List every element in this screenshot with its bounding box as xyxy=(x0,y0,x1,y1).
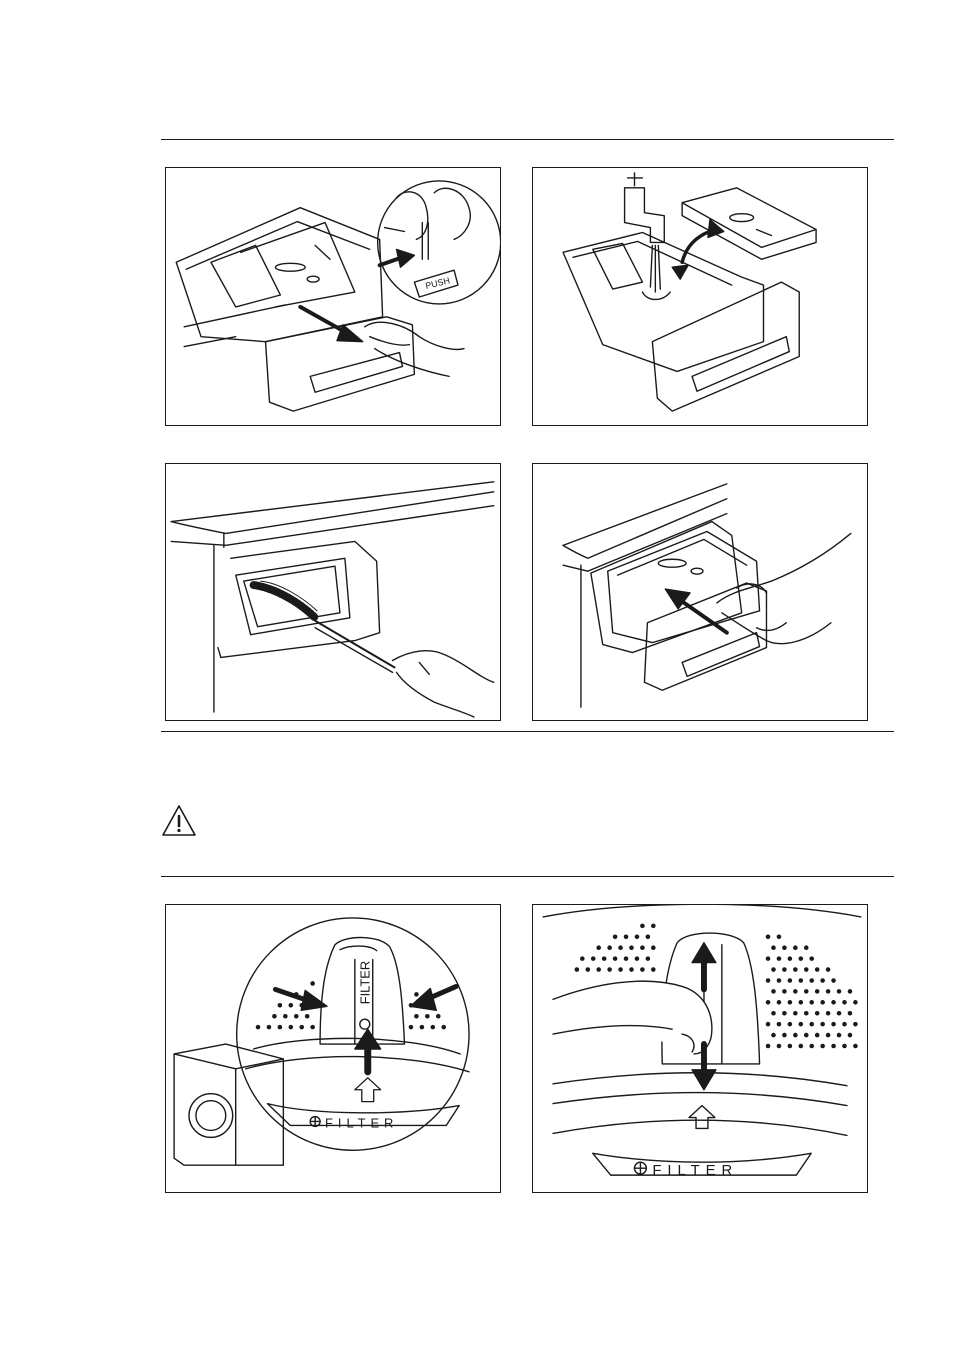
filter-section-rule xyxy=(161,876,894,877)
top-rule xyxy=(161,139,894,140)
middle-rule xyxy=(161,731,894,732)
figure-filter-pull: FILTER xyxy=(532,904,868,1193)
figure-recess-brush xyxy=(165,463,501,721)
figure-filter-squeeze: FILTER FILTER xyxy=(165,904,501,1193)
filter-tab-label: FILTER xyxy=(358,961,373,1005)
filter-label-right: FILTER xyxy=(652,1163,738,1179)
figure-drawer-rinse xyxy=(532,167,868,426)
figure-drawer-insert xyxy=(532,463,868,721)
warning-triangle-icon xyxy=(160,803,198,839)
figure-drawer-removal: PUSH xyxy=(165,167,501,426)
filter-label-left: FILTER xyxy=(325,1115,398,1130)
